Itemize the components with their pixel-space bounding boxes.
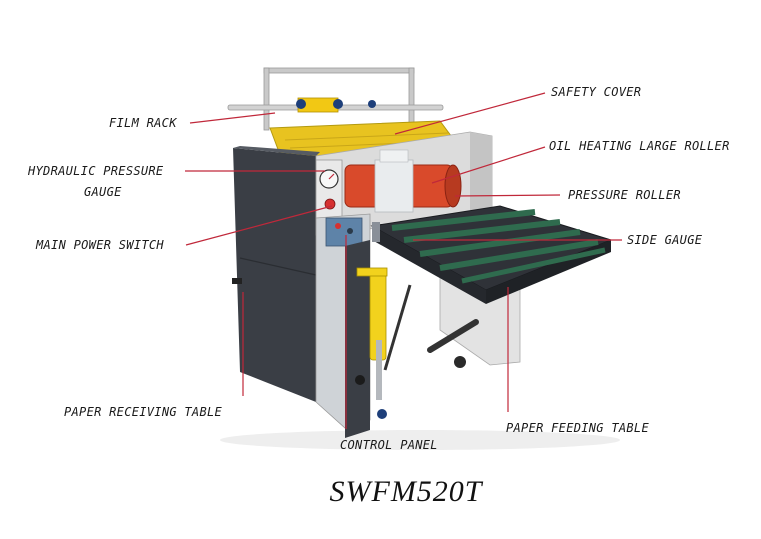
- leader-lines: [185, 92, 622, 429]
- hydraulic-cylinder: [355, 267, 412, 419]
- control-panel-column: [315, 213, 371, 438]
- label-side-gauge: SIDE GAUGE: [627, 233, 703, 247]
- machine-illustration: [220, 67, 620, 450]
- label-control-panel: CONTROL PANEL: [340, 438, 438, 452]
- label-oil-heating-large-roller: OIL HEATING LARGE ROLLER: [549, 139, 730, 153]
- model-name: SWFM520T: [330, 475, 484, 508]
- label-paper-feeding-table: PAPER FEEDING TABLE: [506, 421, 649, 435]
- feeding-table: [370, 205, 613, 304]
- label-film-rack: FILM RACK: [109, 116, 177, 130]
- left-cabinet: [232, 146, 320, 402]
- label-pressure-roller: PRESSURE ROLLER: [568, 188, 681, 202]
- label-hydraulic-pressure-gauge-line1: HYDRAULIC PRESSURE: [27, 164, 164, 178]
- label-paper-receiving-table: PAPER RECEIVING TABLE: [64, 405, 222, 419]
- label-safety-cover: SAFETY COVER: [551, 85, 641, 99]
- label-main-power-switch: MAIN POWER SWITCH: [35, 238, 164, 252]
- heating-roller: [344, 149, 462, 213]
- callout-labels: FILM RACK HYDRAULIC PRESSURE GAUGE MAIN …: [27, 85, 730, 452]
- label-hydraulic-pressure-gauge-line2: GAUGE: [84, 185, 122, 199]
- film-rack: [227, 67, 444, 131]
